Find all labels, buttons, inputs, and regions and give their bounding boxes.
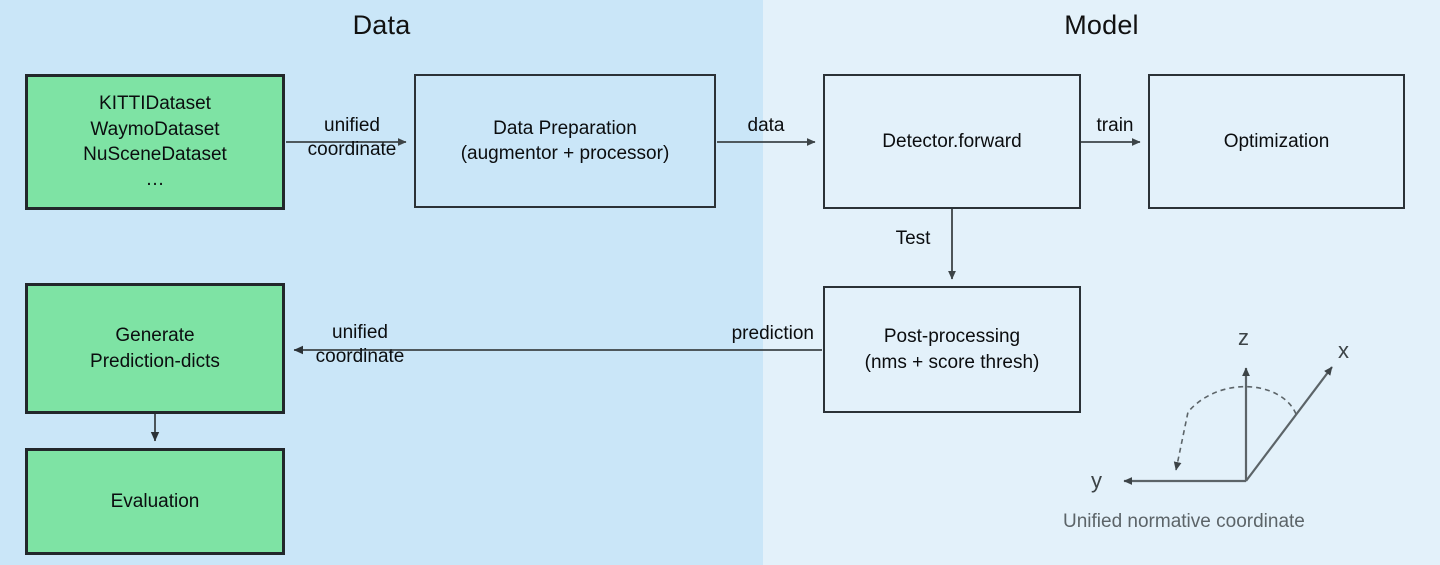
- node-post-processing[interactable]: Post-processing (nms + score thresh): [823, 286, 1081, 413]
- edge-label-train: train: [1096, 115, 1134, 136]
- axis-label-z: z: [1238, 325, 1249, 350]
- panel-model-title: Model: [1064, 10, 1139, 40]
- axis-label-y: y: [1091, 468, 1102, 493]
- node-data-preparation[interactable]: Data Preparation (augmentor + processor): [414, 74, 716, 208]
- panel-data-title: Data: [352, 10, 411, 40]
- edge-label-unified-coordinate-top: unified coordinate: [307, 115, 397, 161]
- edge-label-test: Test: [895, 228, 931, 249]
- axis-label-x: x: [1338, 338, 1349, 363]
- edge-label-unified-coordinate-bottom: unified coordinate: [315, 322, 405, 368]
- node-evaluation[interactable]: Evaluation: [25, 448, 285, 555]
- coordinate-widget-caption: Unified normative coordinate: [1063, 511, 1305, 532]
- node-optimization[interactable]: Optimization: [1148, 74, 1405, 209]
- node-datasets[interactable]: KITTIDataset WaymoDataset NuSceneDataset…: [25, 74, 285, 210]
- node-generate-prediction-dicts[interactable]: Generate Prediction-dicts: [25, 283, 285, 414]
- node-detector-forward[interactable]: Detector.forward: [823, 74, 1081, 209]
- edge-label-prediction: prediction: [731, 323, 814, 344]
- edge-label-data: data: [747, 115, 785, 136]
